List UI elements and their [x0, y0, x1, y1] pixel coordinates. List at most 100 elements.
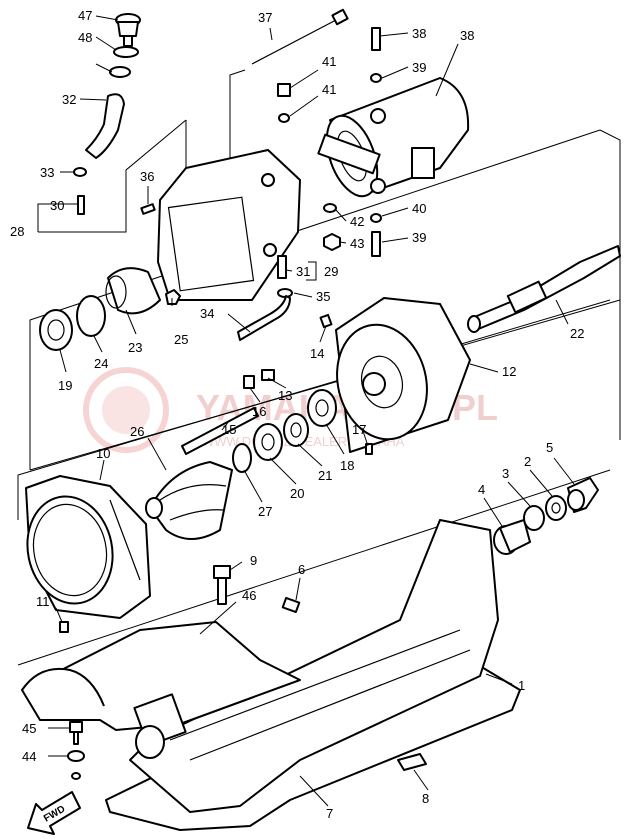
nut-25 [165, 289, 181, 305]
callout-27: 27 [258, 504, 272, 519]
o-ring-24 [76, 295, 106, 337]
callout-38b: 39 [412, 230, 426, 245]
bearing-20 [253, 423, 283, 461]
hose-33 [237, 295, 291, 341]
spacer-3 [523, 505, 545, 531]
pin-16 [243, 375, 255, 389]
callout-34: 35 [316, 289, 330, 304]
forward-arrow: FWD [27, 791, 81, 835]
callout-numbers: 47 48 32 33 30 28 36 37 38 38 39 41 41 4… [10, 8, 584, 821]
washer-41b [323, 203, 337, 213]
callout-41a: 41 [322, 82, 336, 97]
callout-10: 10 [96, 446, 110, 461]
bolt-9 [217, 577, 227, 605]
callout-12: 12 [502, 364, 516, 379]
bolt-45 [69, 721, 83, 733]
bearing-21 [283, 413, 309, 447]
fitting-30 [277, 255, 287, 279]
hose-fittings-group [73, 13, 156, 215]
callout-11: 11 [36, 594, 50, 609]
clamp-32 [73, 167, 87, 177]
hose-31 [85, 93, 125, 159]
callout-21: 21 [318, 468, 332, 483]
callout-24: 24 [94, 356, 108, 371]
elbow-23 [107, 267, 161, 315]
callout-36: 37 [258, 10, 272, 25]
callout-47: 48 [78, 30, 92, 45]
callout-38a: 38 [412, 26, 426, 41]
leader-lines [48, 15, 575, 807]
callout-19: 19 [58, 378, 72, 393]
bolt-40 [277, 83, 291, 97]
cap-body-46 [117, 21, 139, 37]
callout-13: 13 [278, 388, 292, 403]
hull-assembly [21, 519, 521, 831]
key-14 [319, 313, 333, 329]
washer-27 [232, 443, 252, 473]
callout-15: 15 [222, 422, 236, 437]
callout-39b: 40 [412, 201, 426, 216]
fitting-29 [77, 195, 85, 215]
washer-47 [113, 46, 139, 58]
callout-2: 2 [524, 454, 531, 469]
fasteners-mid [213, 565, 301, 614]
seal-2 [545, 495, 567, 521]
callout-25: 25 [174, 332, 188, 347]
bearings-group [181, 369, 337, 473]
callout-35: 36 [140, 169, 154, 184]
pin-11 [59, 621, 69, 633]
callout-31: 32 [62, 92, 76, 107]
callout-39a: 39 [412, 60, 426, 75]
clamp-34 [277, 288, 293, 298]
bolt-6 [281, 596, 301, 614]
callout-40: 41 [322, 54, 336, 69]
callout-28a: 28 [10, 224, 24, 239]
collar-39b [370, 213, 382, 223]
callout-16: 16 [252, 404, 266, 419]
callout-41b: 42 [350, 214, 364, 229]
callout-14: 14 [310, 346, 324, 361]
callout-9: 9 [250, 553, 257, 568]
callout-22: 22 [570, 326, 584, 341]
callout-45: 45 [22, 721, 36, 736]
duct-10 [25, 475, 151, 633]
bolt-35 [140, 203, 156, 215]
nozzle-assembly [277, 27, 470, 257]
cap-stem-46 [123, 35, 133, 47]
bolt-9-head [213, 565, 231, 579]
duct-housing [39, 149, 301, 351]
callout-43: 46 [242, 588, 256, 603]
callout-42: 43 [350, 236, 364, 251]
bolt-38b [371, 231, 381, 257]
callout-8: 8 [422, 791, 429, 806]
washer-44 [67, 750, 85, 762]
callout-7: 7 [326, 806, 333, 821]
callout-20: 20 [290, 486, 304, 501]
callout-28b: 29 [324, 264, 338, 279]
assembly-frames [17, 69, 621, 666]
callout-1: 1 [518, 678, 525, 693]
shaft-bearings-right [493, 477, 599, 555]
callout-29: 30 [50, 198, 64, 213]
callout-6: 6 [298, 562, 305, 577]
callout-33: 34 [200, 306, 214, 321]
through-bolt-36 [251, 8, 349, 65]
nut-42 [323, 233, 341, 251]
callout-3: 3 [502, 466, 509, 481]
callout-32: 33 [40, 165, 54, 180]
callout-37: 38 [460, 28, 474, 43]
plate-8 [397, 753, 427, 771]
callout-4: 4 [478, 482, 485, 497]
pump-base-1 [129, 519, 499, 813]
callout-44: 44 [22, 749, 36, 764]
clip-48 [109, 66, 131, 78]
washer-41 [278, 113, 290, 123]
callout-46: 47 [78, 8, 92, 23]
pin-13 [261, 369, 275, 381]
callout-30: 31 [296, 264, 310, 279]
callout-23: 23 [128, 340, 142, 355]
impeller-housing [319, 245, 621, 455]
bearing-18 [307, 389, 337, 427]
bolt-38 [371, 27, 381, 51]
